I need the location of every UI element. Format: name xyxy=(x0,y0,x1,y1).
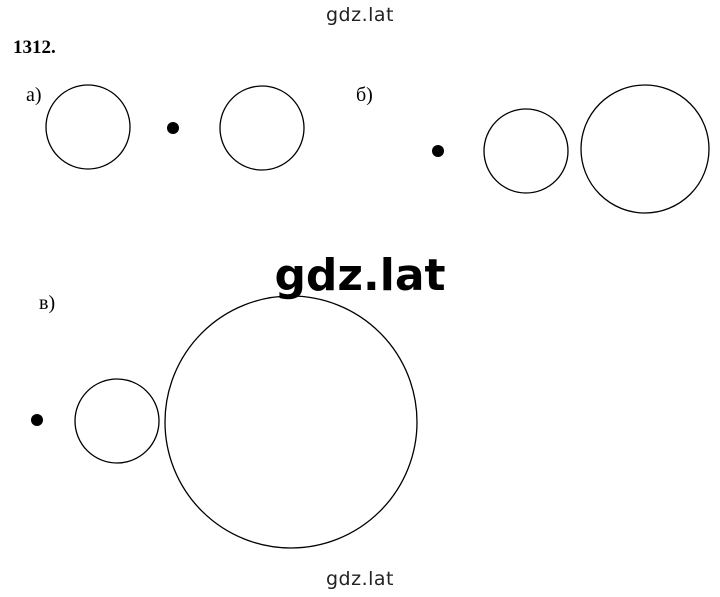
watermark-bottom: gdz.lat xyxy=(325,568,394,590)
part-b-small-circle xyxy=(483,108,569,194)
part-v-large-circle xyxy=(164,295,418,549)
part-b-label: б) xyxy=(356,84,373,106)
part-a-label: а) xyxy=(26,84,42,106)
part-b-large-circle xyxy=(580,84,710,214)
problem-number: 1312. xyxy=(13,37,56,58)
figure-part-b xyxy=(432,84,710,214)
part-a-point xyxy=(167,122,179,134)
part-v-label: в) xyxy=(39,292,56,314)
part-v-small-circle xyxy=(74,378,160,464)
watermark-top: gdz.lat xyxy=(325,4,394,26)
part-b-point xyxy=(432,145,444,157)
watermark-center: gdz.lat xyxy=(274,250,446,301)
part-a-left-circle xyxy=(45,84,131,170)
figure-part-v xyxy=(31,295,418,549)
figure-part-a xyxy=(45,84,305,171)
part-v-point xyxy=(31,414,43,426)
part-a-right-circle xyxy=(219,85,305,171)
